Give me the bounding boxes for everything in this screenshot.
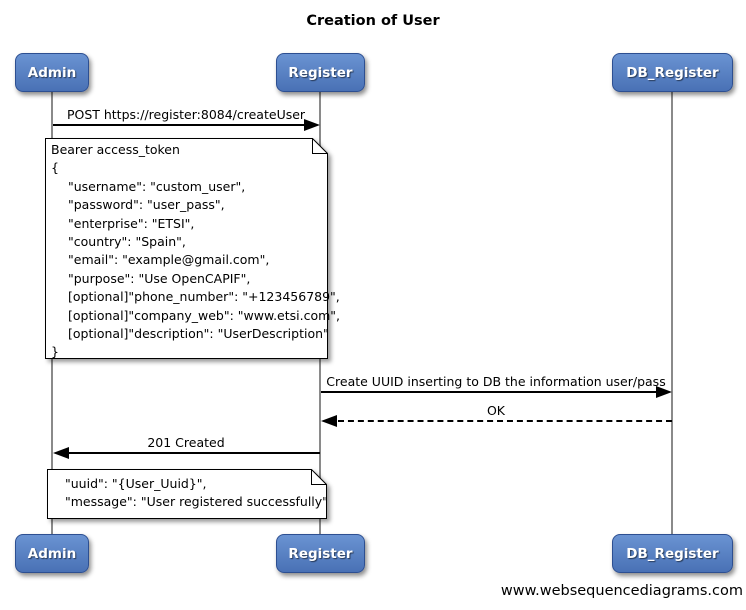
actor-label: Register — [288, 545, 353, 562]
note-line: "enterprise": "ETSI", — [68, 215, 195, 231]
note-line: } — [51, 344, 59, 360]
note-line: [optional]"description": "UserDescriptio… — [68, 326, 329, 342]
note-line: Bearer access_token — [51, 142, 180, 157]
arrowhead-right-icon — [304, 119, 320, 131]
note-outline — [47, 469, 327, 519]
note-line: "email": "example@gmail.com", — [68, 252, 270, 268]
actor-box-register-top: Register — [276, 53, 365, 92]
actor-box-db-register-bottom: DB_Register — [612, 534, 733, 573]
note-outline — [45, 138, 328, 359]
note-line: "password": "user_pass", — [68, 197, 225, 213]
message-line-create-uuid — [321, 391, 658, 393]
lifeline-db-register — [671, 92, 673, 535]
diagram-title: Creation of User — [306, 13, 440, 29]
actor-label: DB_Register — [626, 64, 719, 81]
arrowhead-left-icon — [321, 415, 337, 427]
actor-box-register-bottom: Register — [276, 534, 365, 573]
note-body: "uuid": "{User_Uuid}", "message": "User … — [47, 469, 328, 512]
actor-label: Admin — [27, 64, 77, 81]
note-line: "country": "Spain", — [68, 234, 186, 250]
note-line: "username": "custom_user", — [68, 178, 246, 194]
actor-box-db-register-top: DB_Register — [612, 53, 733, 92]
note-line: "message": "User registered successfully… — [65, 494, 328, 510]
note-response-body: "uuid": "{User_Uuid}", "message": "User … — [47, 469, 328, 519]
actor-label: Admin — [27, 545, 77, 562]
actor-box-admin-bottom: Admin — [15, 534, 89, 573]
message-label-ok: OK — [486, 403, 506, 418]
note-line: [optional]"company_web": "www.etsi.com", — [68, 307, 341, 323]
note-line: "purpose": "Use OpenCAPIF", — [68, 270, 251, 286]
note-body: Bearer access_token { "username": "custo… — [45, 138, 341, 362]
message-label-201-created: 201 Created — [147, 435, 225, 450]
message-label-post-createuser: POST https://register:8084/createUser — [66, 107, 306, 122]
message-line-ok-dashed — [338, 420, 672, 422]
message-line-201-created — [69, 452, 320, 454]
note-line: [optional]"phone_number": "+123456789", — [68, 289, 340, 305]
actor-label: DB_Register — [626, 545, 719, 562]
message-label-create-uuid: Create UUID inserting to DB the informat… — [326, 374, 666, 389]
watermark: www.websequencediagrams.com — [500, 583, 743, 599]
arrowhead-left-icon — [53, 447, 69, 459]
actor-label: Register — [288, 64, 353, 81]
arrowhead-right-icon — [656, 386, 672, 398]
note-line: "uuid": "{User_Uuid}", — [65, 476, 207, 491]
message-line-post-createuser — [53, 124, 306, 126]
note-request-body: Bearer access_token { "username": "custo… — [45, 138, 341, 362]
note-line: { — [51, 160, 59, 176]
actor-box-admin-top: Admin — [15, 53, 89, 92]
